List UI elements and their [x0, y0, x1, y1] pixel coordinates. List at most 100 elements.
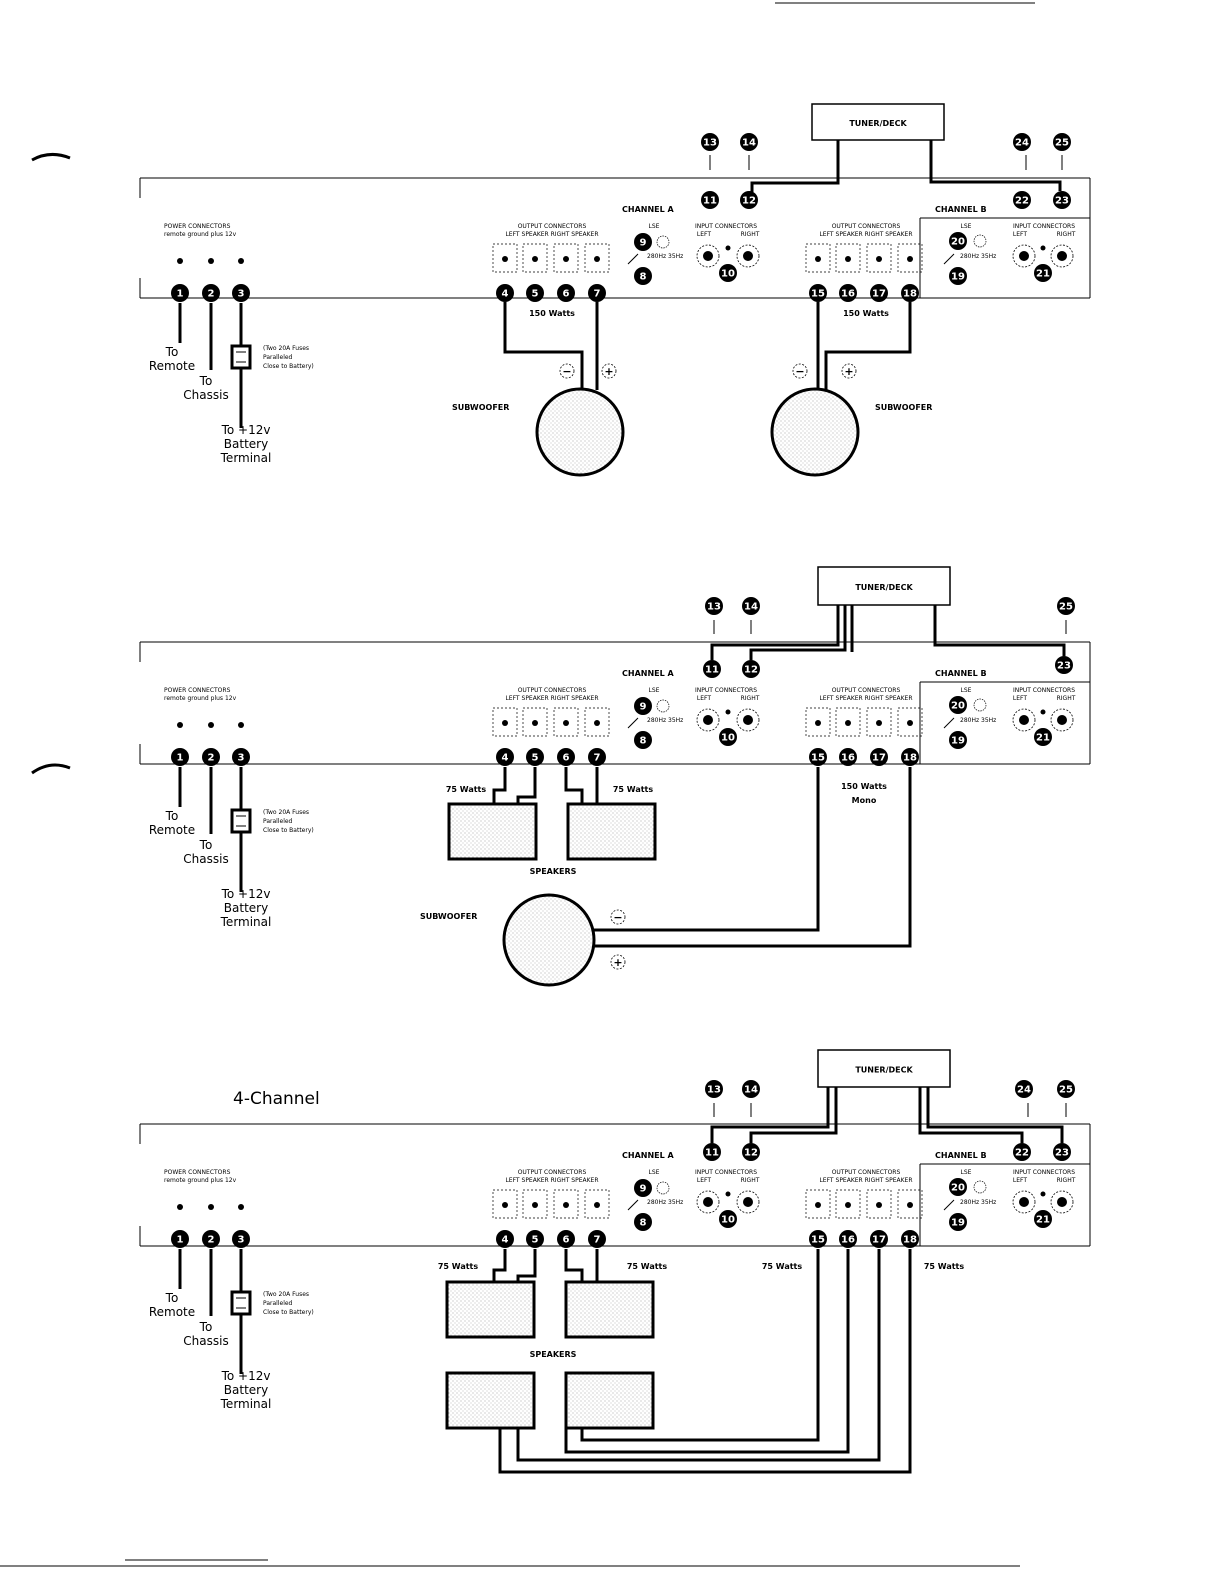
to-battery-label: Terminal [220, 451, 272, 465]
frequency-range: 280Hz 35Hz [960, 253, 996, 260]
callout-number: 7 [594, 1235, 601, 1246]
polarity-plus: + [601, 363, 617, 379]
callout-number: 22 [1015, 196, 1029, 207]
callout-25: 25 [1053, 133, 1071, 151]
terminal-dot [815, 256, 821, 262]
callout-number: 25 [1059, 1085, 1073, 1096]
rca-jack-center [1019, 251, 1029, 261]
to-battery-label: To +12v [221, 1369, 271, 1383]
fuse-holder [230, 1290, 252, 1316]
lse-knob [656, 235, 670, 249]
channel-b-label: CHANNEL B [935, 669, 987, 678]
callout-circle [1034, 1210, 1052, 1228]
terminal-dot [594, 1202, 600, 1208]
terminal-frame [553, 243, 579, 273]
frequency-range: 280Hz 35Hz [647, 253, 683, 260]
callout-number: 2 [208, 289, 215, 300]
lse-knob [656, 699, 670, 713]
callout-circle [1034, 264, 1052, 282]
terminal-dot [532, 256, 538, 262]
line [713, 620, 1067, 634]
callout-circle [171, 284, 189, 302]
watts-channel-a: 150 Watts [529, 309, 575, 318]
input-left-label: LEFT [697, 695, 711, 702]
speaker-headings: LEFT SPEAKER RIGHT SPEAKER [819, 695, 912, 702]
callout-5: 5 [526, 1230, 544, 1248]
callout-number: 15 [811, 1235, 825, 1246]
callout-circle [809, 748, 827, 766]
to-remote-label: Remote [149, 823, 195, 837]
callout-circle [1053, 191, 1071, 209]
subwoofer-cone [770, 387, 860, 477]
speakers-label: SPEAKERS [530, 1350, 577, 1359]
wire [564, 1249, 850, 1454]
callout-circle [901, 284, 919, 302]
callout-20: 20 [949, 696, 967, 714]
polarity-ring [792, 363, 808, 379]
terminal-frame [835, 707, 861, 737]
callout-number: 12 [744, 665, 758, 676]
callout-number: 14 [744, 1085, 758, 1096]
wire [594, 767, 912, 948]
callout-number: 19 [951, 272, 965, 283]
terminal-dot [876, 1202, 882, 1208]
callout-11: 11 [703, 1143, 721, 1161]
callout-3: 3 [232, 1230, 250, 1248]
line [943, 253, 955, 265]
terminal-dot [907, 1202, 913, 1208]
output-connectors-label: OUTPUT CONNECTORS [832, 223, 901, 230]
callout-circle [557, 748, 575, 766]
terminal-frame [522, 707, 548, 737]
callout-circle [634, 1213, 652, 1231]
wire [516, 1249, 881, 1462]
callout-number: 15 [811, 753, 825, 764]
callout-number: 11 [705, 665, 719, 676]
callout-3: 3 [232, 284, 250, 302]
callout-20: 20 [949, 232, 967, 250]
callout-23: 23 [1053, 191, 1071, 209]
lse-label: LSE [961, 687, 972, 694]
line [627, 253, 639, 265]
callout-10: 10 [719, 728, 737, 746]
to-battery-label: To +12v [221, 887, 271, 901]
callout-circle [1055, 656, 1073, 674]
callout-circle [634, 267, 652, 285]
line [236, 351, 246, 363]
channel-b-label: CHANNEL B [935, 1151, 987, 1160]
callout-15: 15 [809, 284, 827, 302]
callout-circle [634, 233, 652, 251]
callout-20: 20 [949, 1178, 967, 1196]
wire [824, 302, 912, 390]
callout-number: 16 [841, 289, 855, 300]
input-left-label: LEFT [697, 1177, 711, 1184]
callout-circle [719, 264, 737, 282]
callout-number: 6 [563, 289, 570, 300]
callout-circle [1057, 597, 1075, 615]
frequency-range: 280Hz 35Hz [960, 717, 996, 724]
terminal-dot [208, 1204, 214, 1210]
callout-6: 6 [557, 748, 575, 766]
terminal-frame [866, 707, 892, 737]
callout-14: 14 [742, 1080, 760, 1098]
callout-circle [588, 748, 606, 766]
callout-16: 16 [839, 1230, 857, 1248]
speakers-label: SPEAKERS [530, 867, 577, 876]
callout-circle [742, 660, 760, 678]
input-connectors-label: INPUT CONNECTORS [695, 687, 757, 694]
callout-23: 23 [1055, 656, 1073, 674]
frequency-range: 280Hz 35Hz [960, 1199, 996, 1206]
callout-22: 22 [1013, 1143, 1031, 1161]
rca-jack-center [743, 1197, 753, 1207]
watts-right: 75 Watts [613, 785, 654, 794]
input-right-label: RIGHT [1057, 695, 1076, 702]
polarity-sign: − [613, 911, 622, 924]
callout-9: 9 [634, 233, 652, 251]
wire [503, 302, 584, 390]
callout-number: 8 [640, 272, 647, 283]
input-connectors-label: INPUT CONNECTORS [1013, 223, 1075, 230]
callout-circle [719, 728, 737, 746]
callout-8: 8 [634, 267, 652, 285]
power-terminal-names: remote ground plus 12v [164, 695, 237, 702]
speaker-box [566, 802, 657, 861]
rca-jack-center [1057, 715, 1067, 725]
